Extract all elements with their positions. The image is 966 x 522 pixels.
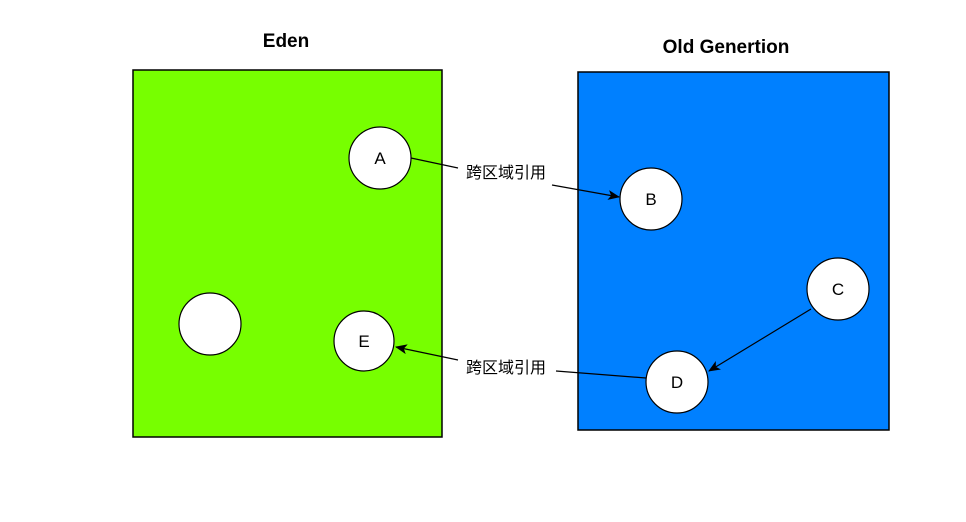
- node-d-circle: [645, 350, 709, 414]
- edge-a-to-b-segment-1: [410, 157, 459, 169]
- eden-title: Eden: [263, 31, 309, 52]
- node-a-label: A: [374, 149, 386, 168]
- edge-a-to-b-label: 跨区域引用: [466, 163, 546, 182]
- eden-region: [132, 69, 443, 438]
- node-a: A: [348, 126, 412, 190]
- node-e: E: [333, 310, 395, 372]
- node-unlabeled-circle: [178, 292, 242, 356]
- node-e-label: E: [358, 332, 369, 351]
- node-c-circle: [806, 257, 870, 321]
- node-c-label: C: [832, 280, 844, 299]
- node-e-circle: [333, 310, 395, 372]
- old-generation-title: Old Genertion: [663, 37, 790, 58]
- node-a-circle: [348, 126, 412, 190]
- edge-d-to-e-label: 跨区域引用: [466, 358, 546, 377]
- edge-d-to-e-segment-1: [555, 370, 647, 379]
- node-unlabeled: [178, 292, 242, 356]
- node-c: C: [806, 257, 870, 321]
- node-d: D: [645, 350, 709, 414]
- edge-d-to-e-segment-2: [395, 344, 459, 361]
- node-b-circle: [619, 167, 683, 231]
- edge-a-to-b-segment-2: [551, 184, 620, 200]
- node-b-label: B: [645, 190, 656, 209]
- node-b: B: [619, 167, 683, 231]
- node-d-label: D: [671, 373, 683, 392]
- edge-c-to-d: [708, 308, 812, 372]
- old-generation-region: [577, 71, 890, 431]
